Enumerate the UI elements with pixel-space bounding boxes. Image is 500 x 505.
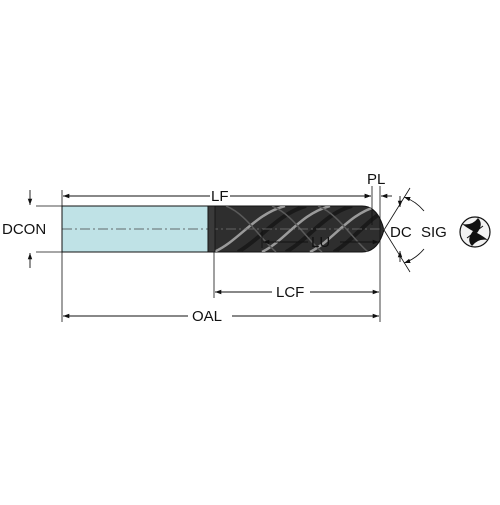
dim-dc: DC — [390, 196, 412, 262]
label-lf: LF — [211, 188, 229, 205]
label-oal: OAL — [192, 308, 222, 325]
label-sig: SIG — [421, 224, 447, 241]
dim-lf: LF — [63, 188, 371, 205]
drill-fluted-body — [207, 205, 385, 253]
dim-lu: LU — [263, 234, 379, 251]
drill-end-view — [459, 216, 491, 248]
label-dc: DC — [390, 224, 412, 241]
label-lu: LU — [311, 234, 330, 251]
dim-pl: PL — [360, 171, 392, 199]
dim-lcf: LCF — [215, 284, 379, 301]
flute-helix-pattern — [214, 206, 384, 252]
label-dcon: DCON — [2, 221, 46, 238]
body-shoulder — [207, 205, 216, 253]
dim-oal: OAL — [63, 308, 379, 325]
label-lcf: LCF — [276, 284, 304, 301]
dim-dcon: DCON — [2, 190, 46, 268]
drill-shank — [61, 205, 213, 253]
label-pl: PL — [367, 171, 385, 188]
dim-sig: SIG — [403, 196, 447, 264]
extension-lines — [36, 186, 411, 322]
